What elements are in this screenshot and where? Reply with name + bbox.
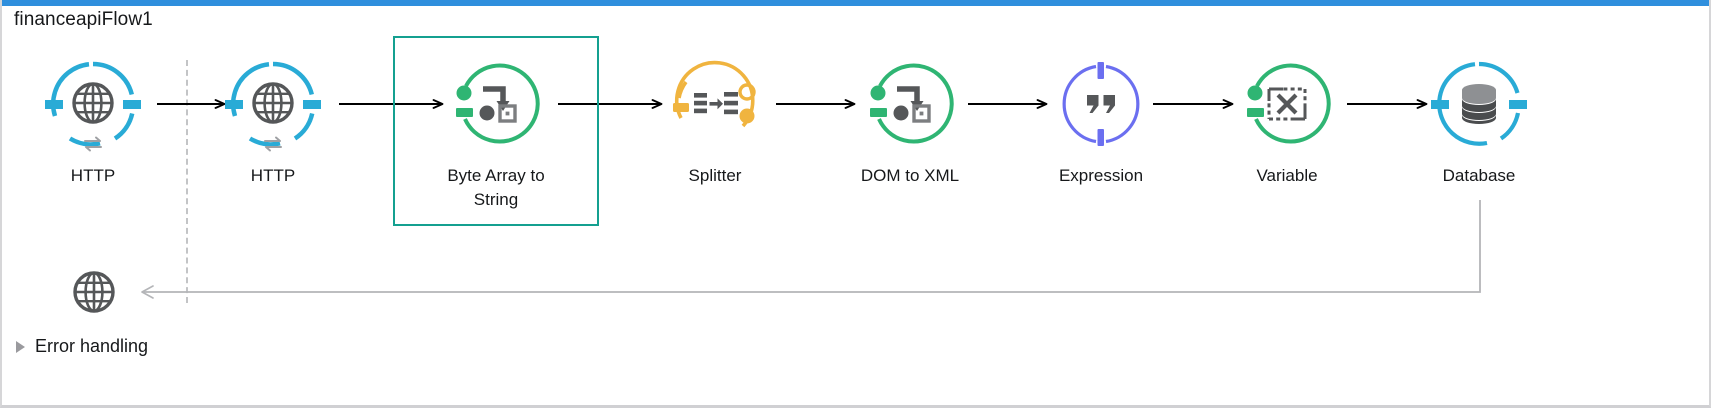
- port-out-http-1: [123, 100, 141, 109]
- flow-node-database[interactable]: Database: [1404, 56, 1554, 188]
- node-label-byte-array-to-string: Byte Array to String: [447, 166, 545, 209]
- flow-node-variable[interactable]: Variable: [1212, 56, 1362, 188]
- port-out-primary-splitter: [738, 83, 756, 101]
- port-top-expression: [1097, 62, 1104, 79]
- transformer-ring: [463, 63, 540, 144]
- connector-database-return-path: [141, 200, 1481, 299]
- expression-ring: [1062, 64, 1140, 144]
- splitter-ring: [675, 60, 755, 128]
- flow-node-dom-to-xml[interactable]: DOM to XML: [835, 56, 985, 188]
- node-label-database: Database: [1442, 166, 1516, 185]
- quotes-icon: [1087, 95, 1115, 113]
- triangle-right-icon[interactable]: [16, 340, 25, 353]
- node-icon-database[interactable]: [1431, 56, 1527, 152]
- node-icon-http-2[interactable]: [225, 56, 321, 152]
- error-handling-label: Error handling: [35, 336, 149, 356]
- port-in-top-dom-to-xml: [870, 85, 886, 101]
- node-icon-variable[interactable]: [1239, 56, 1335, 152]
- flow-node-byte-array-to-string[interactable]: Byte Array to String: [421, 56, 571, 212]
- transformer-ring: [877, 63, 954, 144]
- flow-node-http-1[interactable]: HTTP: [18, 56, 168, 188]
- transform-icon: [893, 86, 931, 123]
- node-label-dom-to-xml: DOM to XML: [860, 166, 960, 185]
- flow-node-splitter[interactable]: Splitter: [640, 56, 790, 188]
- flow-node-expression[interactable]: Expression: [1026, 56, 1176, 188]
- port-in-bottom-variable: [1247, 108, 1264, 117]
- port-in-splitter: [673, 103, 689, 112]
- bidirectional-arrow-icon: [264, 136, 282, 152]
- flow-node-http-2[interactable]: HTTP: [198, 56, 348, 188]
- selected-node-frame[interactable]: [393, 36, 599, 226]
- port-out-database: [1509, 100, 1527, 109]
- node-label-http-2: HTTP: [250, 166, 296, 185]
- node-label-splitter: Splitter: [688, 166, 742, 185]
- port-out-http-2: [303, 100, 321, 109]
- port-bottom-expression: [1097, 129, 1104, 146]
- port-out-secondary-splitter: [739, 108, 755, 124]
- globe-icon: [252, 82, 294, 124]
- splitter-list-icon: [694, 92, 738, 115]
- error-handling-section[interactable]: Error handling: [16, 336, 148, 357]
- flow-title: financeapiFlow1: [14, 9, 153, 30]
- port-in-top-byte-array: [456, 85, 472, 101]
- port-in-database: [1431, 100, 1449, 109]
- node-icon-http-1[interactable]: [45, 56, 141, 152]
- port-in-http-1: [45, 100, 63, 109]
- node-icon-byte-array-to-string[interactable]: [448, 56, 544, 152]
- port-in-bottom-dom-to-xml: [870, 108, 887, 117]
- node-label-http-1: HTTP: [70, 166, 116, 185]
- bidirectional-arrow-icon: [84, 136, 102, 152]
- port-in-http-2: [225, 100, 243, 109]
- node-icon-expression[interactable]: [1053, 56, 1149, 152]
- database-icon: [1462, 84, 1496, 124]
- node-icon-dom-to-xml[interactable]: [862, 56, 958, 152]
- node-label-expression: Expression: [1058, 166, 1144, 185]
- variable-x-icon: [1267, 87, 1307, 121]
- source-processor-divider: [186, 60, 188, 303]
- return-endpoint-globe[interactable]: [70, 268, 118, 316]
- port-in-bottom-byte-array: [456, 108, 473, 117]
- port-in-top-variable: [1247, 85, 1263, 101]
- transformer-ring: [1254, 63, 1331, 144]
- transform-icon: [479, 86, 517, 123]
- node-label-variable: Variable: [1256, 166, 1318, 185]
- node-icon-splitter[interactable]: [667, 56, 763, 152]
- window-accent-bar: [2, 0, 1709, 6]
- globe-icon: [73, 271, 115, 313]
- globe-icon: [72, 82, 114, 124]
